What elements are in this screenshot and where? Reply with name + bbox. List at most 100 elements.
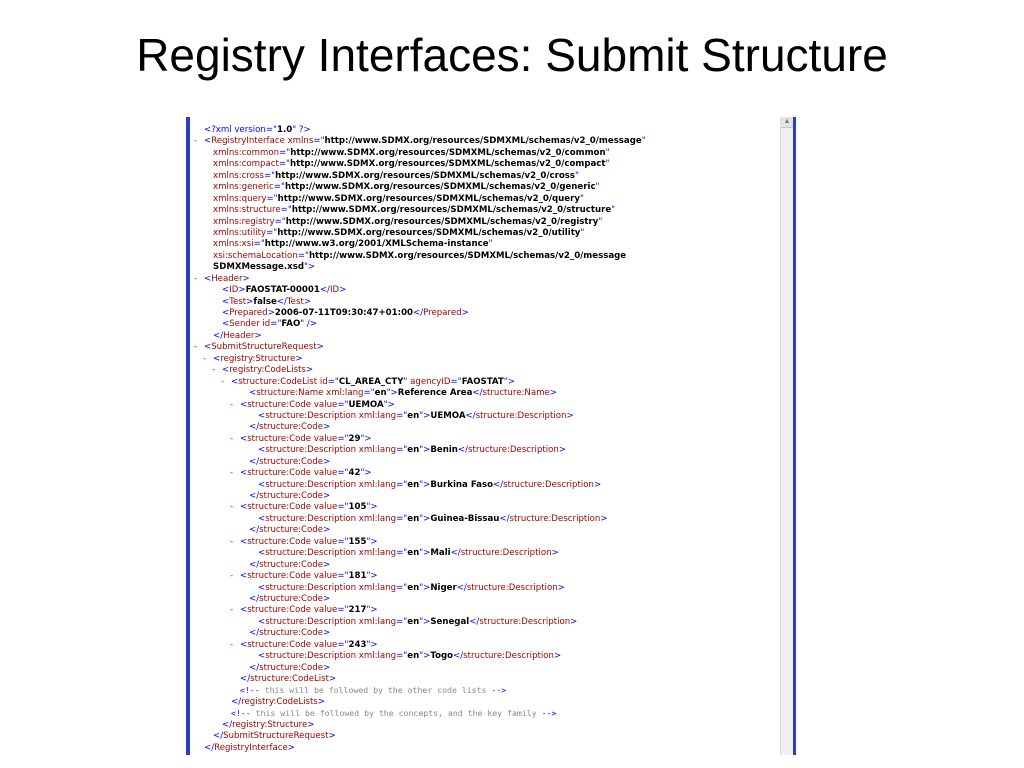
- xml-token: >: [600, 513, 608, 524]
- collapse-toggle[interactable]: -: [230, 639, 234, 650]
- xml-token: >: [295, 353, 303, 364]
- xml-token: xmlns: [284, 136, 314, 147]
- xml-token: 243: [348, 639, 367, 650]
- xml-token: ">: [419, 651, 431, 662]
- collapse-toggle[interactable]: -: [230, 536, 234, 547]
- collapse-toggle[interactable]: -: [230, 502, 234, 513]
- collapse-toggle[interactable]: -: [194, 136, 198, 147]
- xml-token: =": [279, 147, 291, 158]
- xml-token: =": [396, 445, 408, 456]
- xml-line: -<structure:Code value="181">: [194, 571, 774, 582]
- xml-token: structure:Code: [259, 491, 324, 501]
- collapse-toggle[interactable]: -: [230, 399, 234, 410]
- xml-line: <structure:Description xml:lang="en">Bur…: [194, 480, 774, 491]
- xml-token: -->: [541, 708, 557, 719]
- xml-token: =": [396, 651, 408, 662]
- xml-token: >: [461, 308, 469, 318]
- xml-token: ">: [303, 262, 316, 273]
- collapse-toggle[interactable]: -: [221, 376, 225, 387]
- xml-token: structure:Description: [265, 616, 357, 627]
- xml-token: xmlns:generic: [213, 182, 274, 193]
- xml-token: <: [222, 296, 230, 307]
- xml-token: http://www.SDMX.org/resources/SDMXML/sch…: [277, 227, 581, 238]
- xml-token: >: [323, 422, 331, 433]
- xml-token: <: [258, 410, 266, 421]
- collapse-toggle[interactable]: -: [194, 273, 198, 284]
- collapse-toggle[interactable]: -: [230, 468, 234, 479]
- xml-line: xmlns:registry="http://www.SDMX.org/reso…: [194, 217, 774, 228]
- xml-line: <structure:Description xml:lang="en">Sen…: [194, 617, 774, 628]
- xml-token: id: [259, 319, 271, 330]
- xml-line: -<registry:Structure>: [194, 354, 774, 365]
- xml-token: <?xml version=": [204, 125, 277, 135]
- xml-token: xml:lang: [356, 548, 397, 559]
- xml-token: http://www.w3.org/2001/XMLSchema-instanc…: [264, 239, 489, 250]
- xml-token: =": [273, 182, 285, 193]
- xml-token: </: [240, 674, 251, 684]
- xml-token: ">: [386, 388, 398, 399]
- xml-token: ID: [229, 285, 239, 296]
- xml-token: =": [337, 536, 349, 547]
- xml-line: -<structure:Code value="243">: [194, 640, 774, 651]
- xml-token: structure:Code: [259, 559, 324, 570]
- xml-token: ">: [366, 502, 378, 513]
- xml-token: <: [258, 616, 266, 627]
- xml-token: " ?>: [292, 125, 311, 135]
- xml-token: xml:lang: [356, 410, 397, 421]
- xml-token: 1.0: [276, 125, 293, 135]
- collapse-toggle[interactable]: -: [203, 353, 207, 364]
- xml-token: value: [311, 639, 338, 650]
- xml-token: <: [240, 502, 248, 513]
- xml-token: >: [323, 525, 331, 536]
- xml-token: en: [407, 410, 420, 421]
- xml-token: =": [337, 639, 349, 650]
- xml-document: <?xml version="1.0" ?>-<RegistryInterfac…: [194, 125, 774, 754]
- xml-token: >: [317, 696, 326, 707]
- xml-token: structure:Code: [247, 399, 312, 410]
- xml-token: xml:lang: [356, 445, 397, 456]
- xml-line: </registry:Structure>: [194, 720, 774, 731]
- xml-token: </: [249, 593, 260, 604]
- vertical-scrollbar[interactable]: ▲: [780, 117, 793, 755]
- xml-token: ">: [419, 410, 431, 421]
- xml-token: xml:lang: [356, 651, 397, 662]
- scroll-up-arrow-icon[interactable]: ▲: [781, 117, 793, 128]
- xml-token: <: [204, 136, 212, 147]
- collapse-toggle[interactable]: -: [230, 433, 234, 444]
- collapse-toggle[interactable]: -: [212, 365, 216, 376]
- xml-token: <: [240, 639, 248, 650]
- xml-token: structure:Description: [265, 651, 357, 662]
- xml-token: xmlns:cross: [213, 170, 264, 181]
- xml-line: xmlns:common="http://www.SDMX.org/resour…: [194, 148, 774, 159]
- collapse-toggle[interactable]: -: [230, 605, 234, 616]
- xml-token: ": [605, 147, 610, 158]
- xml-token: =": [278, 159, 290, 170]
- xml-line: </structure:CodeList>: [194, 674, 774, 685]
- xml-token: >: [566, 410, 574, 421]
- xml-token: CL_AREA_CTY: [338, 376, 404, 387]
- xml-token: structure:Description: [265, 445, 357, 456]
- xml-token: </: [276, 296, 287, 307]
- xml-line: </structure:Code>: [194, 525, 774, 536]
- xml-token: value: [311, 605, 338, 616]
- xml-token: ">: [419, 513, 431, 524]
- xml-token: </: [469, 616, 480, 627]
- collapse-toggle[interactable]: -: [230, 571, 234, 582]
- xml-line: -<structure:Code value="217">: [194, 605, 774, 616]
- xml-token: 181: [348, 571, 367, 582]
- xml-token: >: [254, 330, 262, 341]
- xml-line: -<structure:CodeList id="CL_AREA_CTY" ag…: [194, 377, 774, 388]
- xml-token: =": [280, 205, 292, 216]
- xml-token: xmlns:utility: [213, 227, 267, 238]
- xml-token: Burkina Faso: [430, 479, 494, 490]
- xml-token: <: [222, 365, 230, 376]
- xml-token: registry:Structure: [220, 353, 296, 364]
- xml-token: SDMXMessage.xsd: [213, 262, 304, 273]
- xml-token: =": [396, 410, 408, 421]
- xml-token: </: [213, 731, 224, 742]
- xml-token: >: [593, 479, 602, 490]
- xml-line: -<structure:Code value="105">: [194, 502, 774, 513]
- collapse-toggle[interactable]: -: [194, 342, 198, 353]
- xml-viewer[interactable]: <?xml version="1.0" ?>-<RegistryInterfac…: [186, 117, 796, 755]
- xml-token: =": [337, 433, 349, 444]
